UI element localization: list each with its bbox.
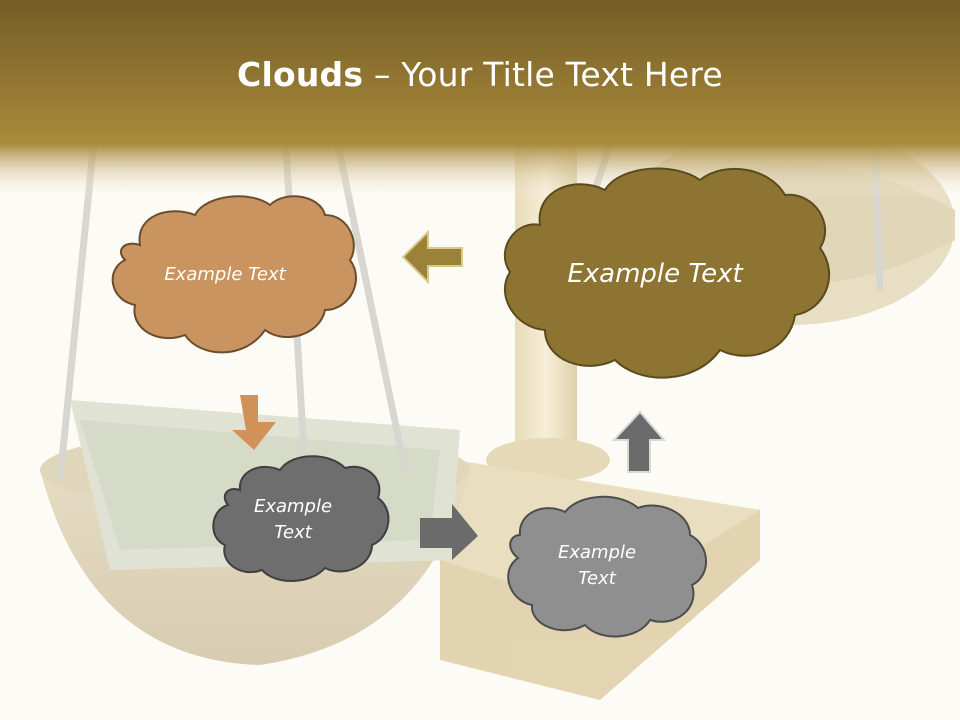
arrow-up-icon	[611, 410, 667, 473]
arrow-left-icon	[401, 229, 463, 285]
title-bold: Clouds	[237, 55, 364, 94]
cloud-orange-text: Example Text	[164, 263, 286, 285]
slide-title: Clouds – Your Title Text Here	[0, 55, 960, 94]
arrow-right-icon	[420, 504, 478, 560]
title-rest: – Your Title Text Here	[363, 55, 723, 94]
cloud-olive-text: Example Text	[567, 259, 743, 290]
arrow-down-icon	[232, 395, 276, 450]
